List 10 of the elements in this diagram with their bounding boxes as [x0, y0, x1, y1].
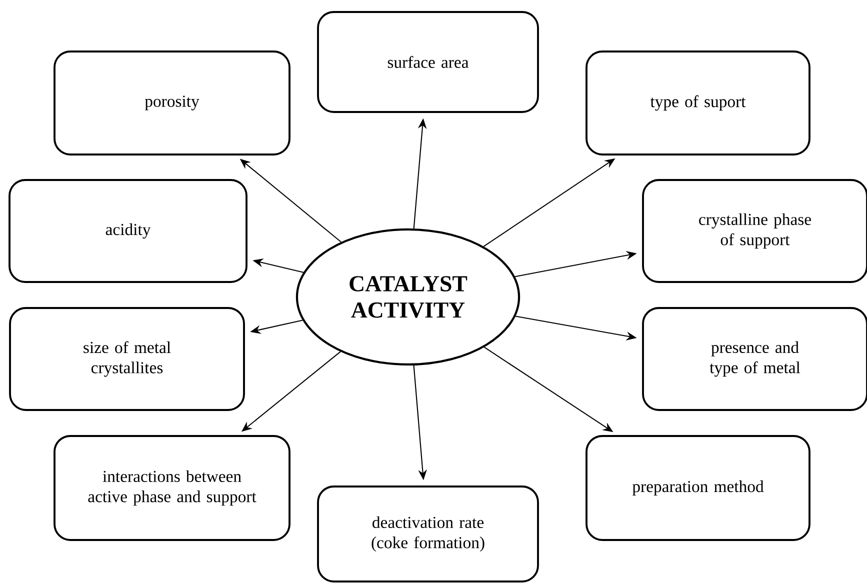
factor-box: size of metal crystallites [9, 307, 245, 411]
factor-box: preparation method [586, 435, 810, 541]
factor-box: surface area [317, 11, 539, 113]
factor-box: deactivation rate (coke formation) [317, 486, 539, 582]
factor-box: type of suport [586, 50, 810, 156]
factor-box: presence and type of metal [642, 307, 867, 411]
factor-box: crystalline phase of support [642, 179, 867, 283]
factor-box: acidity [8, 179, 248, 283]
factor-box: interactions between active phase and support [54, 435, 290, 541]
factor-box: porosity [54, 50, 290, 156]
